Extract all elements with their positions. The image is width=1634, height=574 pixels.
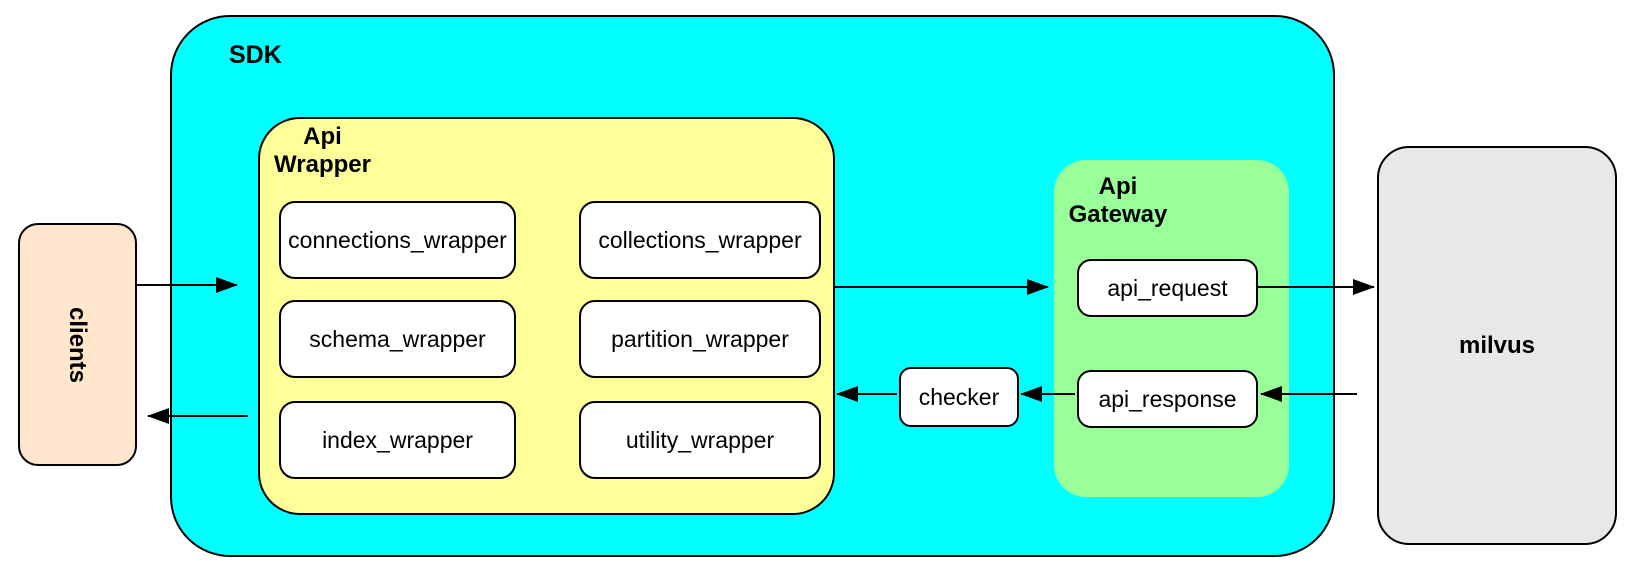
node-partition-wrapper: partition_wrapper: [579, 300, 821, 378]
sdk-container: SDK Api Wrapper connections_wrapper coll…: [170, 15, 1335, 557]
milvus-label: milvus: [1458, 331, 1536, 359]
api-response-label: api_response: [1098, 385, 1237, 412]
clients-label: clients: [64, 306, 92, 383]
sdk-label: SDK: [229, 41, 282, 69]
api-wrapper-label: Api Wrapper: [274, 123, 371, 178]
node-collections-wrapper: collections_wrapper: [579, 201, 821, 279]
index-wrapper-label: index_wrapper: [322, 426, 473, 453]
api-gateway-container: Api Gateway api_request api_response: [1054, 160, 1289, 497]
clients-node: clients: [18, 223, 137, 466]
api-request-label: api_request: [1107, 274, 1228, 301]
collections-wrapper-label: collections_wrapper: [598, 226, 802, 253]
api-gateway-label: Api Gateway: [1068, 173, 1168, 228]
api-response-node: api_response: [1077, 370, 1258, 428]
node-index-wrapper: index_wrapper: [279, 401, 516, 479]
utility-wrapper-label: utility_wrapper: [625, 426, 775, 453]
node-schema-wrapper: schema_wrapper: [279, 300, 516, 378]
milvus-node: milvus: [1377, 146, 1617, 545]
node-utility-wrapper: utility_wrapper: [579, 401, 821, 479]
checker-node: checker: [899, 367, 1019, 427]
checker-label: checker: [918, 383, 1000, 410]
api-request-node: api_request: [1077, 259, 1258, 317]
partition-wrapper-label: partition_wrapper: [611, 325, 789, 352]
api-wrapper-container: Api Wrapper connections_wrapper collecti…: [258, 117, 835, 515]
node-connections-wrapper: connections_wrapper: [279, 201, 516, 279]
connections-wrapper-label: connections_wrapper: [288, 226, 507, 253]
schema-wrapper-label: schema_wrapper: [309, 325, 486, 352]
